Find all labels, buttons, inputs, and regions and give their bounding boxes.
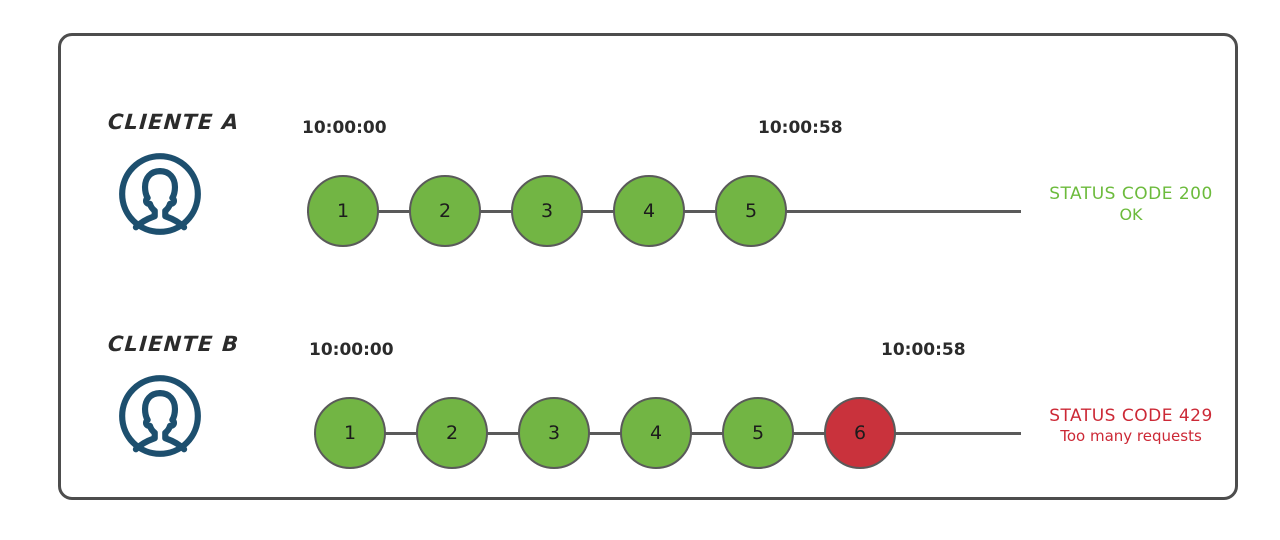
timeline-b: 10:00:00 10:00:58 1 2 3 4 5 6 STATUS COD…: [61, 288, 1235, 508]
diagram-frame: CLIENTE A 10:00:00 10:00:58 1 2 3 4 5 ST…: [58, 33, 1238, 500]
request-node[interactable]: 3: [511, 175, 583, 247]
request-node[interactable]: 2: [409, 175, 481, 247]
status-message-a: OK: [1119, 204, 1143, 224]
status-message-b: Too many requests: [1060, 426, 1202, 445]
timestamp-a-end: 10:00:58: [758, 118, 843, 138]
client-row-a: CLIENTE A 10:00:00 10:00:58 1 2 3 4 5 ST…: [61, 66, 1235, 286]
request-node[interactable]: 4: [620, 397, 692, 469]
client-row-b: CLIENTE B 10:00:00 10:00:58 1 2 3 4 5 6 …: [61, 288, 1235, 508]
timestamp-b-end: 10:00:58: [881, 340, 966, 360]
status-badge-b: STATUS CODE 429 Too many requests: [1016, 406, 1246, 445]
request-node-blocked[interactable]: 6: [824, 397, 896, 469]
user-avatar-icon: [116, 150, 204, 238]
timestamp-b-start: 10:00:00: [309, 340, 394, 360]
request-node[interactable]: 5: [722, 397, 794, 469]
timeline-a: 10:00:00 10:00:58 1 2 3 4 5 STATUS CODE …: [61, 66, 1235, 286]
status-code-b: STATUS CODE 429: [1049, 406, 1213, 426]
status-badge-a: STATUS CODE 200 OK: [1016, 184, 1246, 224]
request-node[interactable]: 4: [613, 175, 685, 247]
request-node[interactable]: 3: [518, 397, 590, 469]
request-node[interactable]: 2: [416, 397, 488, 469]
request-node[interactable]: 1: [314, 397, 386, 469]
request-node[interactable]: 5: [715, 175, 787, 247]
request-node[interactable]: 1: [307, 175, 379, 247]
timestamp-a-start: 10:00:00: [302, 118, 387, 138]
status-code-a: STATUS CODE 200: [1049, 184, 1213, 204]
user-avatar-icon: [116, 372, 204, 460]
